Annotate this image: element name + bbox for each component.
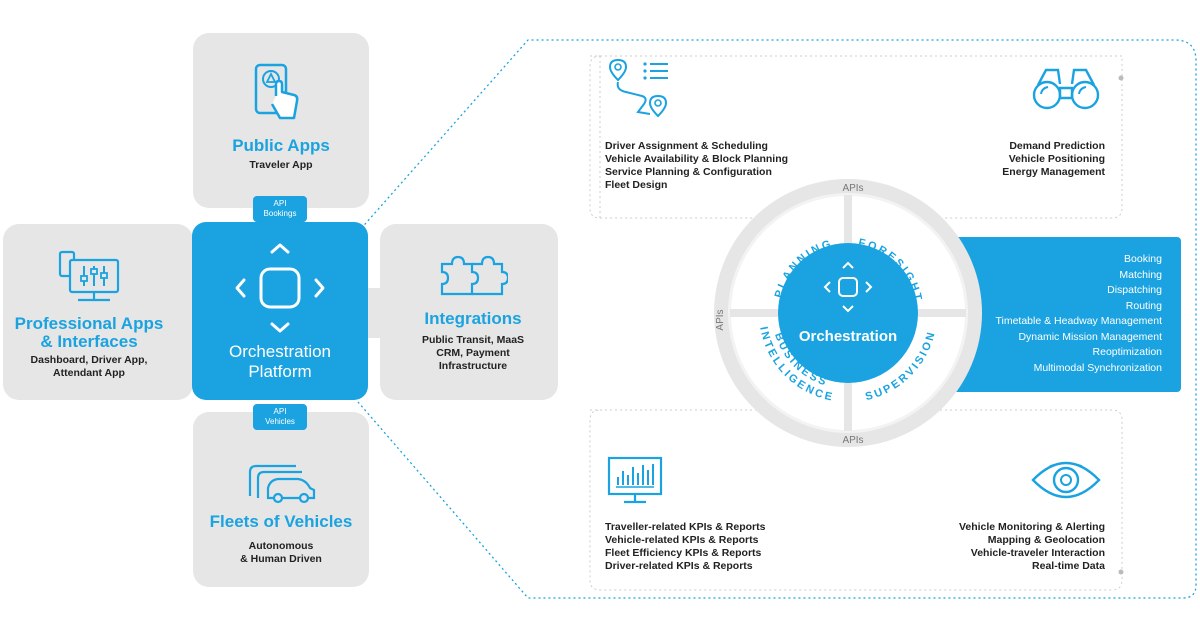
- public-apps-box: [193, 33, 369, 208]
- api-bookings-line1: API: [273, 199, 287, 208]
- supervision-item: Mapping & Geolocation: [987, 534, 1105, 546]
- orchestration-features-list: Booking Matching Dispatching Routing Tim…: [995, 252, 1162, 376]
- bi-item: Driver-related KPIs & Reports: [605, 560, 753, 572]
- integrations-title: Integrations: [424, 309, 522, 328]
- feature-dynamic-mission: Dynamic Mission Management: [1018, 330, 1162, 343]
- professional-apps-title-line2: & Interfaces: [40, 332, 138, 351]
- fleets-subtitle: Autonomous & Human Driven: [193, 540, 369, 566]
- foresight-item: Demand Prediction: [1009, 140, 1105, 152]
- eye-icon: [1031, 461, 1101, 499]
- feature-reoptimization: Reoptimization: [1092, 346, 1162, 358]
- vehicles-icon: [248, 464, 316, 504]
- orchestration-platform-line2: Platform: [248, 362, 312, 381]
- integrations-box: [380, 224, 558, 400]
- professional-apps-title-line1: Professional Apps: [14, 314, 164, 333]
- route-pins-icon: [608, 58, 668, 118]
- public-apps-title: Public Apps: [232, 136, 330, 155]
- professional-apps-sub-line2: Attendant App: [53, 367, 125, 379]
- fleets-title: Fleets of Vehicles: [209, 512, 353, 531]
- integrations-sub-line3: Infrastructure: [438, 360, 508, 372]
- ring-center-label: Orchestration: [799, 328, 897, 345]
- supervision-item: Real-time Data: [1032, 560, 1105, 572]
- bi-item: Traveller-related KPIs & Reports: [605, 521, 766, 533]
- feature-timetable: Timetable & Headway Management: [995, 315, 1162, 327]
- bi-item: Fleet Efficiency KPIs & Reports: [605, 547, 762, 559]
- professional-apps-box: [3, 224, 193, 400]
- monitor-sliders-icon: [58, 250, 120, 302]
- feature-routing: Routing: [1125, 299, 1162, 312]
- supervision-list: Vehicle Monitoring & Alerting Mapping & …: [959, 521, 1105, 573]
- professional-apps-subtitle: Dashboard, Driver App, Attendant App: [3, 354, 175, 380]
- binoculars-icon: [1032, 68, 1100, 110]
- business-intelligence-list: Traveller-related KPIs & Reports Vehicle…: [605, 521, 765, 573]
- planning-item: Driver Assignment & Scheduling: [605, 140, 768, 152]
- planning-list: Driver Assignment & Scheduling Vehicle A…: [605, 140, 788, 192]
- phone-touch-icon: [254, 63, 299, 120]
- supervision-item: Vehicle-traveler Interaction: [970, 547, 1105, 559]
- planning-item: Vehicle Availability & Block Planning: [605, 153, 789, 165]
- planning-item: Service Planning & Configuration: [605, 166, 772, 178]
- fleets-sub-line2: & Human Driven: [240, 553, 322, 565]
- orchestration-arrows-icon: [235, 243, 325, 333]
- feature-booking: Booking: [1124, 253, 1162, 265]
- orchestration-platform-line1: Orchestration: [228, 342, 332, 361]
- orchestration-ring-diagram: Orchestration PLANNING FORESIGHT BUSINES…: [714, 179, 982, 447]
- ring-apis-bottom: APIs: [842, 435, 863, 446]
- ring-apis-top: APIs: [842, 183, 863, 194]
- api-vehicles-tab: API Vehicles: [253, 404, 307, 430]
- feature-multimodal: Multimodal Synchronization: [1033, 361, 1162, 374]
- fleets-sub-line1: Autonomous: [248, 540, 314, 552]
- foresight-list: Demand Prediction Vehicle Positioning En…: [1002, 140, 1105, 179]
- orchestration-platform-title: Orchestration Platform: [192, 342, 368, 382]
- feature-matching: Matching: [1119, 268, 1162, 281]
- api-bookings-tab: API Bookings: [253, 196, 307, 222]
- puzzle-icon: [440, 255, 508, 296]
- api-vehicles-line1: API: [273, 407, 287, 416]
- professional-apps-sub-line1: Dashboard, Driver App,: [30, 354, 148, 366]
- planning-item: Fleet Design: [605, 179, 668, 191]
- api-bookings-line2: Bookings: [263, 209, 297, 218]
- professional-apps-title: Professional Apps & Interfaces: [3, 315, 175, 351]
- feature-dispatching: Dispatching: [1107, 284, 1162, 296]
- integrations-sub-line2: CRM, Payment: [436, 347, 510, 359]
- connector-right: [366, 288, 384, 338]
- analytics-monitor-icon: [607, 456, 663, 504]
- public-apps-subtitle: Traveler App: [249, 159, 313, 171]
- supervision-item: Vehicle Monitoring & Alerting: [958, 521, 1105, 533]
- integrations-sub-line1: Public Transit, MaaS: [421, 334, 525, 346]
- foresight-item: Vehicle Positioning: [1008, 153, 1105, 165]
- api-vehicles-line2: Vehicles: [265, 417, 295, 426]
- orchestration-platform-box: [192, 222, 368, 400]
- bi-item: Vehicle-related KPIs & Reports: [605, 534, 759, 546]
- ring-apis-left: APIs: [715, 309, 726, 330]
- integrations-subtitle: Public Transit, MaaS CRM, Payment Infras…: [380, 334, 566, 373]
- foresight-item: Energy Management: [1002, 166, 1105, 178]
